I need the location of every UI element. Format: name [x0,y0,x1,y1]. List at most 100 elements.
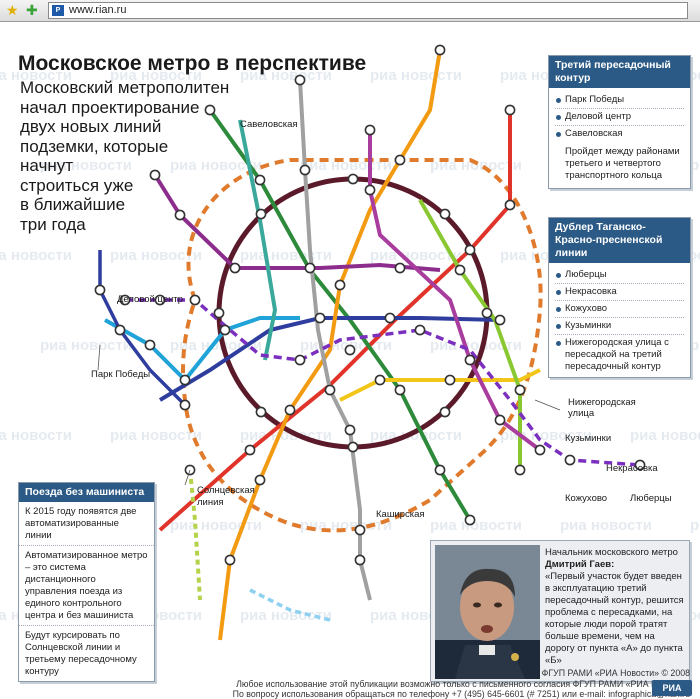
star-icon[interactable]: ★ [6,2,19,18]
station-marker [444,374,456,386]
label-kozhukhovo: Кожухово [565,493,607,504]
watermark-text: риа новости [690,157,700,174]
lead-line: подземки, которые [20,136,169,156]
watermark-text: риа новости [110,427,202,444]
station-marker [394,262,406,274]
station-marker [244,444,256,456]
station-marker [564,454,576,466]
quote-body: «Первый участок будет введен в эксплуата… [545,571,684,666]
label-delovoy: Деловой центр [117,294,183,305]
line-purple [153,173,441,272]
station-marker [514,464,526,476]
address-text: www.rian.ru [69,4,127,16]
label-savelovskaya: Савеловская [240,119,298,130]
station-marker [504,199,516,211]
station-marker [324,384,336,396]
lead-line: в ближайшие [20,195,126,214]
station-marker [394,154,406,166]
list-item: Деловой центр [555,109,684,126]
station-marker [254,474,266,486]
station-marker [434,464,446,476]
station-marker [454,264,466,276]
label-kashirskaya: Каширская [376,509,425,520]
footer: ФГУП РАМИ «РИА Новости» © 2008 Любое исп… [0,668,700,699]
list-item: Кузьминки [555,318,684,335]
station-marker [434,44,446,56]
station-marker [154,294,166,306]
station-marker [314,312,326,324]
third-contour-line [181,158,543,533]
watermark-text: риа новости [240,607,332,624]
watermark-text: риа новости [430,337,522,354]
third-contour-spur [98,250,187,407]
line-blue [158,316,501,402]
watermark-text: риа новости [40,337,132,354]
quote-box: Начальник московского метро Дмитрий Гаев… [430,540,690,682]
lead-line: Московский метрополитен [20,78,230,97]
station-marker [299,164,311,176]
quote-author: Дмитрий Гаев: [545,559,615,570]
box-paragraph: Будут курсировать по Солнцевской линии и… [25,630,137,677]
watermark-text: риа новости [370,67,462,84]
watermark-text: риа новости [110,247,202,264]
station-marker [144,339,156,351]
station-marker [347,173,359,185]
footer-usage: Любое использование этой публикации возм… [236,678,690,689]
station-marker [504,104,516,116]
watermark-text: риа новости [170,157,262,174]
favicon-icon: Р [52,5,64,16]
station-marker [294,74,306,86]
watermark-text: риа новости [300,157,392,174]
station-marker [255,208,267,220]
station-marker [284,404,296,416]
station-marker [439,208,451,220]
list-item: Нижегородская улица с пересадкой на трет… [555,335,684,375]
label-kuzminki: Кузьминки [565,433,611,444]
station-marker [294,354,306,366]
label-nizhegorodskaya-2: улица [568,408,595,419]
station-marker [514,384,526,396]
station-marker [394,384,406,396]
station-marker [179,399,191,411]
list-item: Кожухово [555,301,684,318]
station-marker [229,262,241,274]
station-marker [494,414,506,426]
label-lyubertsy: Люберцы [630,493,672,504]
station-marker [464,244,476,256]
list-item: Люберцы [555,267,684,284]
watermark-text: риа новости [630,427,700,444]
station-marker [119,294,131,306]
list-item: Савеловская [555,126,684,142]
lead-paragraph: Московский метрополитен начал проектиров… [20,78,230,234]
footer-contact: По вопросу использования обращаться по т… [232,689,690,699]
line-orange [218,49,442,641]
lead-line: начал проектирование [20,97,200,117]
box-paragraph: К 2015 году появятся две автоматизирован… [19,502,154,546]
watermark-text: риа новости [240,247,332,264]
third-contour-box: Третий пересадочный контур Парк Победы Д… [548,55,691,189]
list-item: Некрасовка [555,284,684,301]
station-marker [464,354,476,366]
station-marker [213,307,225,319]
watermark-text: риа новости [240,67,332,84]
station-marker [354,554,366,566]
portrait-photo [435,545,540,679]
quote-text: Начальник московского метро Дмитрий Гаев… [545,547,685,667]
light-blue-dashed [249,588,331,622]
add-favorite-icon[interactable]: ✚ [26,2,38,18]
station-marker [464,514,476,526]
box-title: Поезда без машиниста [19,483,154,502]
footer-copyright: ФГУП РАМИ «РИА Новости» © 2008 [541,668,690,678]
station-marker [254,174,266,186]
address-bar[interactable]: Р www.rian.ru [48,2,688,19]
watermark-text: риа новости [0,67,72,84]
quote-role: Начальник московского метро [545,547,678,558]
lead-line: строиться уже [20,175,134,195]
station-marker [534,444,546,456]
line-lightblue [104,316,300,383]
watermark-text: риа новости [690,517,700,534]
metro-map: риа новости риа новости риа новости риа нов… [0,44,700,641]
lead-line: начнут [20,156,74,175]
list-item: Парк Победы [555,92,684,109]
box-title: Дублер Таганско-Красно-пресненской линии [549,218,690,263]
